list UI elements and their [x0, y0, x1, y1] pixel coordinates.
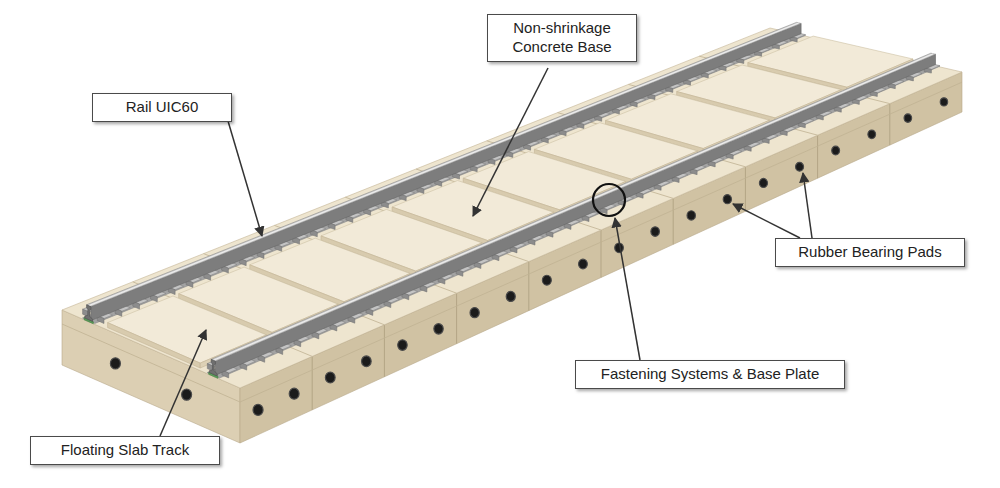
- slab-joint: [384, 325, 385, 377]
- callout-box: Floating Slab Track: [30, 436, 220, 465]
- callout-label: Floating Slab Track: [41, 441, 209, 460]
- rail-section: [209, 359, 217, 376]
- rubber-pad: [434, 324, 443, 334]
- callout-label: Fastening Systems & Base Plate: [586, 365, 834, 384]
- rubber-pad: [651, 227, 659, 236]
- callout-label: Rail UIC60: [103, 98, 221, 117]
- slab-track-drawing: [62, 22, 962, 443]
- leader-line: [615, 218, 640, 360]
- slab-joint: [745, 167, 746, 211]
- callout-label: Rubber Bearing Pads: [786, 243, 954, 262]
- slab-top: [62, 28, 962, 388]
- rubber-pad: [325, 372, 335, 383]
- rubber-pad: [506, 291, 515, 301]
- rubber-pad: [253, 404, 263, 415]
- rubber-pad: [542, 275, 551, 285]
- slab-joint: [312, 356, 313, 409]
- leader-line: [803, 173, 812, 238]
- slab-joint: [456, 293, 457, 343]
- rubber-pad: [470, 308, 479, 318]
- rubber-pad: [796, 162, 804, 171]
- slab-joint: [528, 262, 529, 311]
- rubber-pad: [904, 114, 912, 122]
- rubber-pad: [182, 389, 192, 400]
- rubber-pad: [110, 358, 120, 369]
- leader-line: [473, 68, 548, 216]
- rubber-pad: [832, 146, 840, 155]
- leader-line: [733, 204, 800, 238]
- rail-shine: [213, 54, 933, 361]
- leader-line: [228, 121, 262, 236]
- rail-head: [211, 53, 935, 361]
- rubber-pad: [687, 211, 695, 220]
- leader-line: [160, 330, 206, 436]
- callout-box: Rubber Bearing Pads: [775, 238, 965, 267]
- rubber-pad: [289, 388, 299, 399]
- concrete-base-edge: [108, 323, 201, 368]
- rail-web: [215, 54, 935, 375]
- rubber-pad: [759, 178, 767, 187]
- slab-side-face: [240, 72, 962, 443]
- slab-joint: [673, 198, 674, 244]
- rail-section: [85, 305, 93, 322]
- callout-box: Rail UIC60: [92, 93, 232, 122]
- rubber-pad: [398, 340, 407, 351]
- callout-box: Fastening Systems & Base Plate: [575, 360, 845, 389]
- rubber-pad: [579, 259, 588, 269]
- slab-joint: [817, 135, 818, 178]
- rubber-pad: [868, 130, 876, 139]
- rubber-pad: [940, 98, 947, 106]
- slab-joint: [889, 104, 890, 145]
- highlight-circle: [593, 184, 625, 216]
- slab-joint: [601, 230, 602, 277]
- rubber-pad: [723, 195, 731, 204]
- rubber-pad: [362, 356, 372, 367]
- callout-box: Non-shrinkage Concrete Base: [487, 14, 637, 62]
- callout-label: Non-shrinkage Concrete Base: [498, 19, 626, 57]
